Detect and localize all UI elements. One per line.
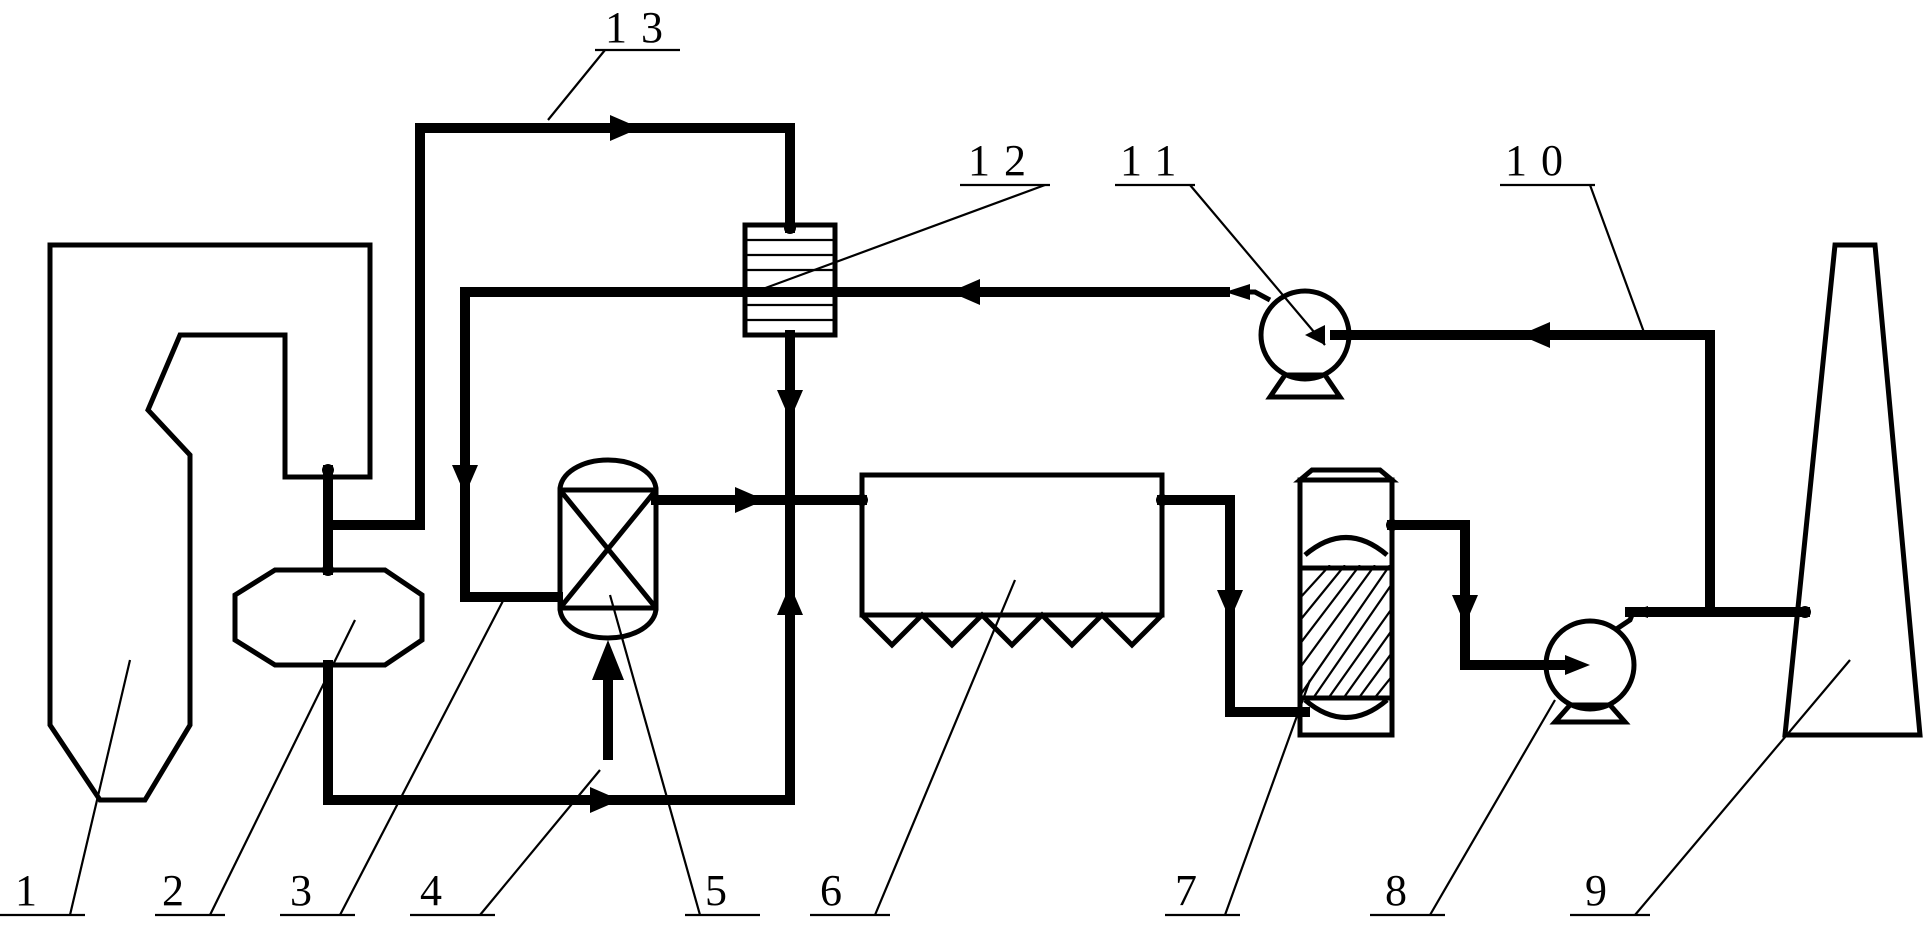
stack-outlet-pipe	[1625, 606, 1811, 618]
label-7: 7	[1175, 866, 1197, 915]
label-8: 8	[1385, 866, 1407, 915]
label-5: 5	[705, 866, 727, 915]
return-pipe	[452, 279, 1250, 602]
arrow-right	[610, 115, 640, 141]
arrow-up	[592, 640, 624, 680]
air-preheater	[232, 464, 425, 668]
reactor	[557, 457, 868, 641]
label-4: 4	[420, 866, 442, 915]
fan8-inlet-pipe	[1387, 520, 1565, 670]
arrow-down	[1452, 595, 1478, 625]
label-13: 13	[605, 3, 677, 52]
vertical-trunk	[777, 330, 803, 805]
label-1: 1	[15, 866, 37, 915]
arrow-right	[590, 787, 620, 813]
recirculation-fan	[1250, 288, 1352, 400]
label-9: 9	[1585, 866, 1607, 915]
precipitator	[859, 472, 1168, 649]
label-6: 6	[820, 866, 842, 915]
bypass-pipe	[323, 115, 796, 530]
desulfurization-tower	[1293, 467, 1399, 738]
leader-lines	[0, 48, 1851, 917]
label-3: 3	[290, 866, 312, 915]
arrow-up	[777, 585, 803, 615]
bottom-pipe	[323, 660, 795, 813]
label-10: 10	[1505, 136, 1577, 185]
label-11: 11	[1120, 136, 1190, 185]
arrow-down	[452, 465, 478, 495]
label-12: 12	[968, 136, 1040, 185]
induced-draft-fan	[1543, 614, 1637, 725]
arrow-down	[1217, 590, 1243, 620]
label-2: 2	[162, 866, 184, 915]
arrow-left	[1520, 322, 1550, 348]
arrow-down	[777, 390, 803, 420]
arrow-right	[735, 487, 765, 513]
tower-inlet-pipe	[1157, 495, 1310, 717]
boiler	[47, 242, 373, 803]
recirculation-pipe	[1330, 322, 1715, 617]
component-labels: 1 2 3 4 5 6 7 8 9 10 11 12 13	[15, 3, 1607, 915]
arrow-left	[950, 279, 980, 305]
chimney	[1782, 242, 1923, 738]
ammonia-inlet	[592, 640, 624, 760]
